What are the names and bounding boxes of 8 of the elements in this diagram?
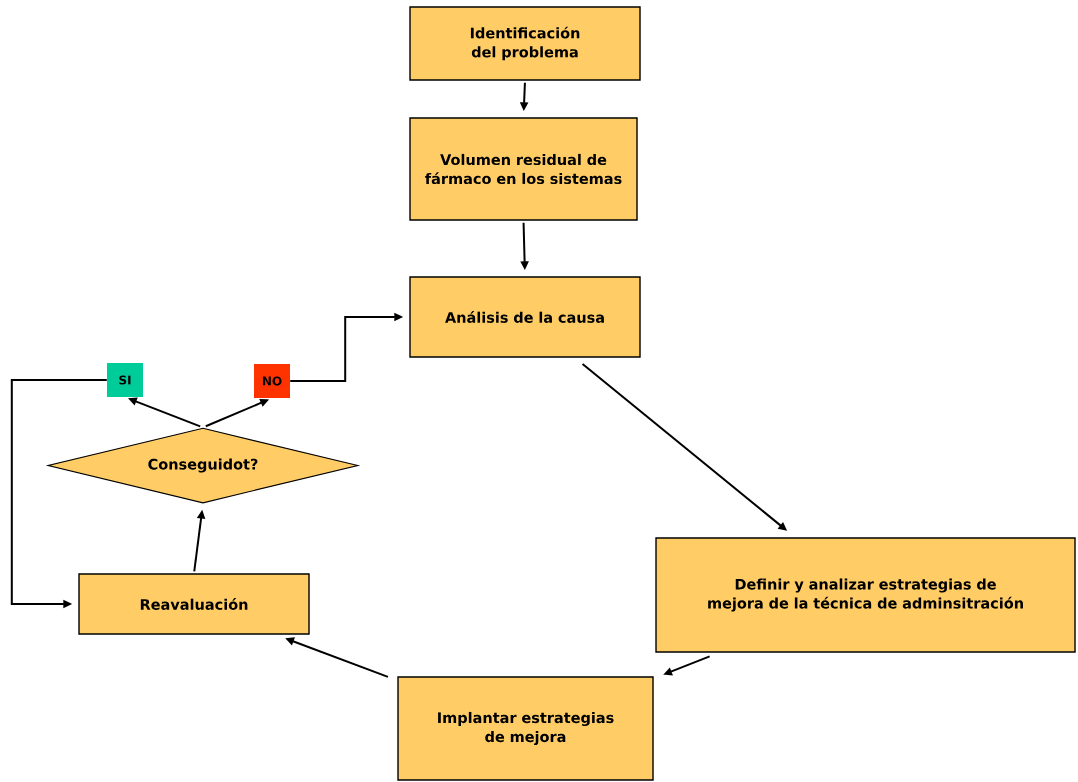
process-box: Implantar estrategias de mejora bbox=[397, 676, 654, 781]
answer-tag: NO bbox=[254, 364, 290, 398]
process-box: Reavaluación bbox=[78, 573, 310, 635]
process-box: Identificación del problema bbox=[409, 6, 641, 81]
answer-tag: SI bbox=[107, 363, 143, 397]
process-box: Análisis de la causa bbox=[409, 276, 641, 358]
process-box: Definir y analizar estrategias de mejora de la técnica de adminsitración bbox=[655, 537, 1076, 653]
process-box: Volumen residual de fármaco en los sistemas bbox=[409, 117, 638, 221]
